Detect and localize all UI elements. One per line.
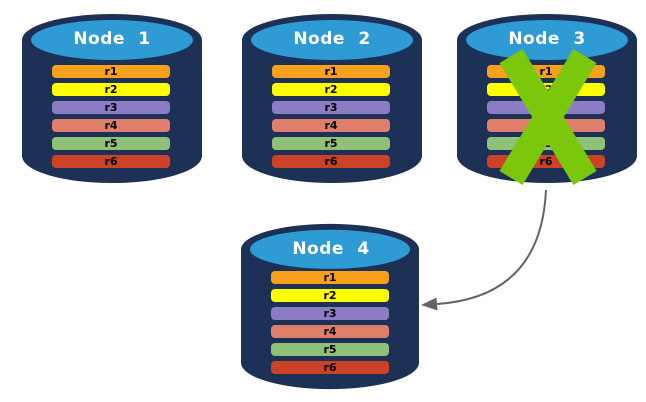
row-r2: r2 bbox=[52, 83, 170, 96]
row-r4: r4 bbox=[271, 325, 389, 338]
row-r2: r2 bbox=[271, 289, 389, 302]
node-4: Node 4 r1 r2 r3 r4 r5 r6 bbox=[241, 217, 421, 399]
node-3: Node 3 r1 r2 r3 r4 r5 r6 bbox=[457, 7, 637, 189]
node-2: Node 2 r1 r2 r3 r4 r5 r6 bbox=[242, 7, 422, 189]
row-stack: r1 r2 r3 r4 r5 r6 bbox=[272, 65, 390, 173]
node-title: Node 4 bbox=[292, 239, 370, 259]
arrow-curve bbox=[436, 189, 547, 305]
node-title: Node 1 bbox=[73, 29, 151, 49]
cylinder-top bbox=[251, 20, 413, 60]
row-r5: r5 bbox=[272, 137, 390, 150]
row-r5: r5 bbox=[271, 343, 389, 356]
row-r6: r6 bbox=[271, 361, 389, 374]
cylinder-top bbox=[249, 229, 411, 269]
x-stroke bbox=[499, 49, 597, 185]
node-title: Node 3 bbox=[508, 29, 586, 49]
row-stack: r1 r2 r3 r4 r5 r6 bbox=[52, 65, 170, 173]
row-r2: r2 bbox=[272, 83, 390, 96]
row-r1: r1 bbox=[271, 271, 389, 284]
row-r5: r5 bbox=[52, 137, 170, 150]
row-r4: r4 bbox=[52, 119, 170, 132]
row-r6: r6 bbox=[272, 155, 390, 168]
cylinder-top bbox=[31, 20, 193, 60]
row-r3: r3 bbox=[272, 101, 390, 114]
row-r1: r1 bbox=[272, 65, 390, 78]
row-r1: r1 bbox=[52, 65, 170, 78]
row-r4: r4 bbox=[272, 119, 390, 132]
row-r3: r3 bbox=[52, 101, 170, 114]
arrow-head-icon bbox=[421, 297, 438, 311]
row-stack: r1 r2 r3 r4 r5 r6 bbox=[271, 271, 389, 379]
cylinder-top bbox=[466, 20, 628, 60]
row-r3: r3 bbox=[271, 307, 389, 320]
node-title: Node 2 bbox=[293, 29, 371, 49]
row-r6: r6 bbox=[52, 155, 170, 168]
failure-x-icon bbox=[499, 49, 597, 185]
node-1: Node 1 r1 r2 r3 r4 r5 r6 bbox=[22, 7, 202, 189]
